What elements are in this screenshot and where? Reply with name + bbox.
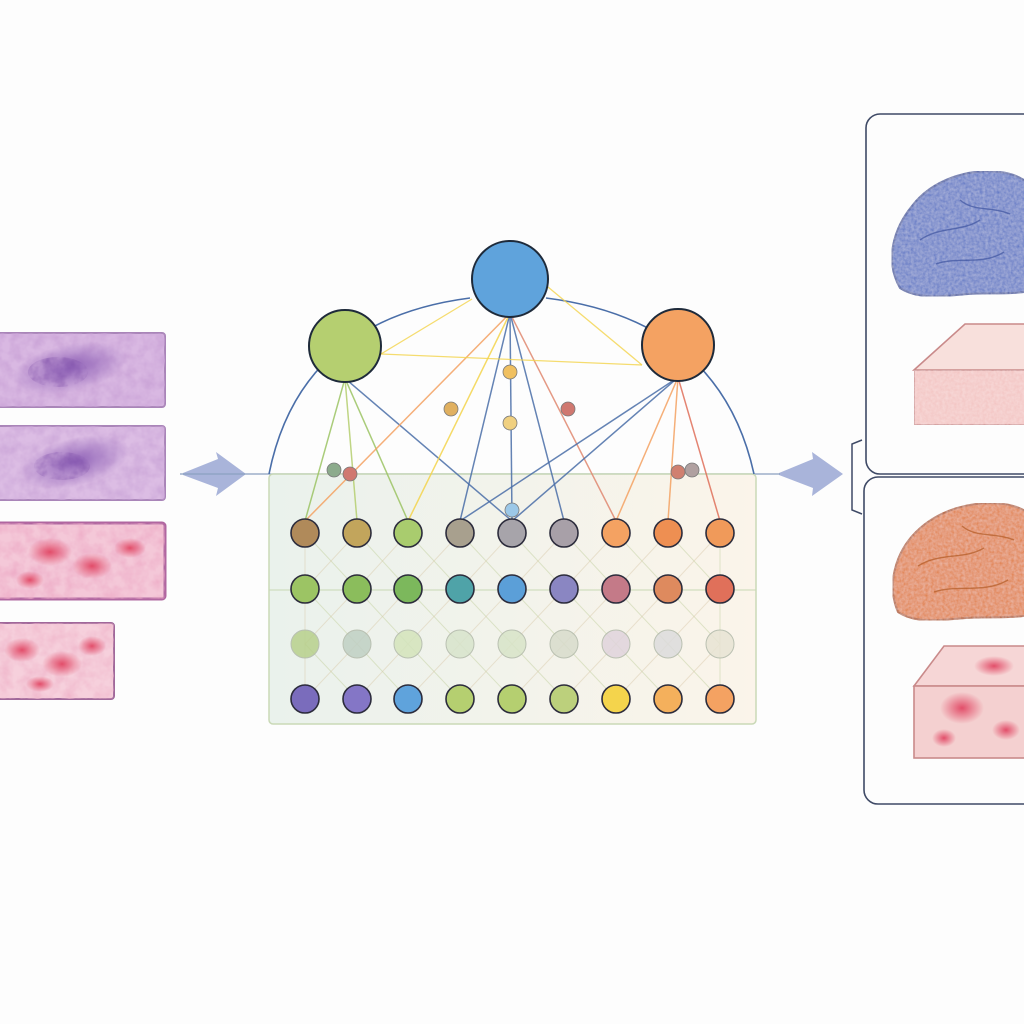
connection-line — [380, 298, 473, 355]
connection-line — [547, 286, 643, 366]
grid-node — [653, 518, 683, 548]
grid-node — [393, 684, 423, 714]
input-slide — [0, 622, 115, 700]
grid-node — [393, 518, 423, 548]
grid-node — [445, 684, 475, 714]
grid-node — [445, 629, 475, 659]
input-slide — [0, 521, 167, 601]
grid-node — [290, 574, 320, 604]
grid-node — [342, 518, 372, 548]
top-node — [308, 309, 382, 383]
grid-node — [549, 574, 579, 604]
grid-node — [705, 684, 735, 714]
connection-line — [344, 378, 358, 522]
connection-line — [615, 377, 679, 522]
bracket-icon — [851, 439, 863, 515]
connection-line — [344, 378, 409, 522]
connection-line — [511, 376, 679, 522]
grid-node — [653, 684, 683, 714]
grid-node — [393, 574, 423, 604]
grid-node — [393, 629, 423, 659]
top-node — [641, 308, 715, 382]
grid-node — [497, 629, 527, 659]
output-panels — [863, 113, 1024, 805]
connection-line — [459, 313, 511, 522]
grid-node — [653, 574, 683, 604]
connection-line — [677, 377, 721, 522]
pink-tissue-block — [911, 323, 1024, 426]
hidden-node — [443, 401, 459, 417]
grid-node — [705, 574, 735, 604]
chevron-right-arrow-icon — [779, 452, 843, 496]
grid-node — [601, 574, 631, 604]
connection-line — [407, 312, 511, 522]
grid-node — [290, 518, 320, 548]
hidden-node — [502, 415, 518, 431]
grid-node — [342, 629, 372, 659]
grid-node — [342, 574, 372, 604]
neural-network — [180, 240, 780, 725]
connection-line — [304, 312, 511, 522]
orange-brain-blob — [891, 502, 1024, 622]
grid-node — [290, 684, 320, 714]
grid-node — [549, 684, 579, 714]
hidden-node — [560, 401, 576, 417]
grid-node — [290, 629, 320, 659]
grid-node — [497, 574, 527, 604]
grid-node — [601, 629, 631, 659]
grid-node — [549, 629, 579, 659]
connection-line — [344, 377, 513, 522]
grid-node — [342, 684, 372, 714]
output-layer — [308, 240, 715, 383]
hidden-node — [502, 364, 518, 380]
grid-node — [601, 684, 631, 714]
hidden-node — [670, 464, 686, 480]
grid-node — [445, 574, 475, 604]
grid-node — [705, 629, 735, 659]
grid-node — [445, 518, 475, 548]
connection-line — [509, 313, 565, 522]
grid-node — [549, 518, 579, 548]
connection-line — [304, 378, 346, 522]
input-slides — [0, 332, 167, 700]
connection-line — [459, 376, 679, 522]
hidden-node — [342, 466, 358, 482]
input-slide — [0, 425, 166, 501]
grid-node — [705, 518, 735, 548]
grid-node — [601, 518, 631, 548]
connection-line — [667, 377, 679, 522]
top-node — [471, 240, 549, 318]
input-slide — [0, 332, 166, 408]
hidden-node — [326, 462, 342, 478]
connection-line — [509, 312, 617, 522]
grid-node — [653, 629, 683, 659]
hidden-layer — [326, 364, 700, 518]
node-grid — [290, 518, 735, 714]
grid-node — [497, 684, 527, 714]
connection-line — [380, 353, 643, 366]
blue-brain-blob — [891, 170, 1024, 298]
hidden-node — [684, 462, 700, 478]
red-spotted-tissue-block — [912, 645, 1024, 759]
grid-node — [497, 518, 527, 548]
hidden-node — [504, 502, 520, 518]
